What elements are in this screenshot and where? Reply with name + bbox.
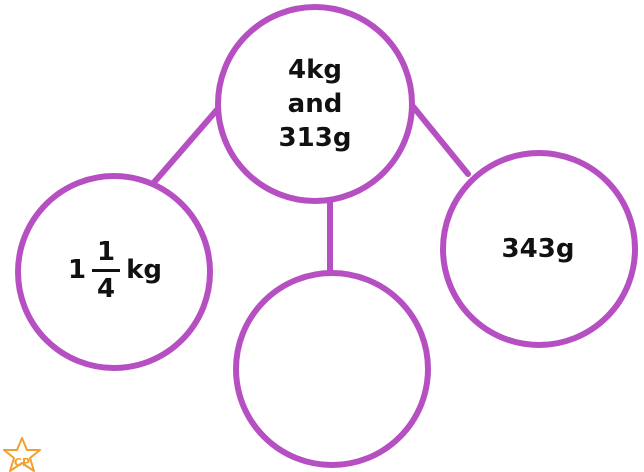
part-value-left: 1 1 4 kg <box>30 225 200 315</box>
fraction: 1 4 <box>92 236 121 304</box>
fraction-bar <box>92 268 121 272</box>
connector-line-left <box>147 101 225 190</box>
cp-logo: CP <box>3 437 41 472</box>
part-circle-bottom <box>233 270 431 468</box>
part-circle-right <box>440 150 638 348</box>
whole-value-line2: and <box>287 89 343 119</box>
fraction-numerator: 1 <box>97 236 116 267</box>
mixed-number-unit: kg <box>126 255 162 285</box>
mixed-number: 1 1 4 kg <box>68 238 162 303</box>
part-value-bottom <box>257 339 407 399</box>
whole-value-line1: 4kg <box>288 55 342 85</box>
mixed-number-whole: 1 <box>68 255 87 285</box>
fraction-denominator: 4 <box>97 273 116 304</box>
connector-line-right <box>408 101 471 177</box>
star-icon <box>3 437 41 472</box>
whole-value: 4kg and 313g <box>230 50 400 158</box>
whole-value-line3: 313g <box>278 123 352 153</box>
part-circle-left <box>15 173 213 371</box>
part-value-right-text: 343g <box>501 234 575 264</box>
whole-circle <box>215 4 415 204</box>
part-value-right: 343g <box>463 219 613 279</box>
logo-text: CP <box>14 456 30 469</box>
